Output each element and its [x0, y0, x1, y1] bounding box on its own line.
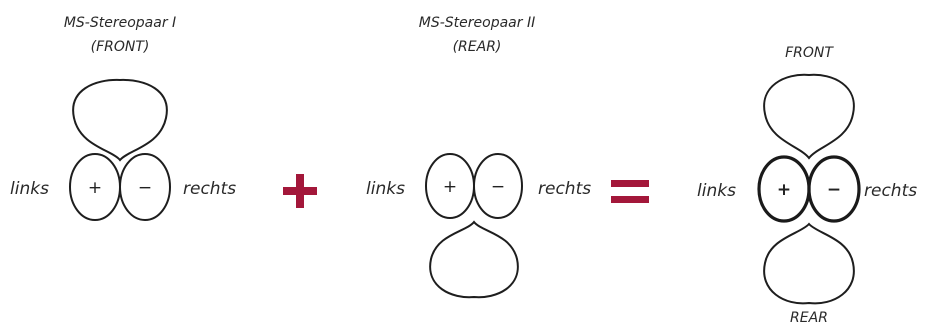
- pair-rear-right-label: rechts: [538, 179, 591, 199]
- result-group: FRONT + − links rechts REAR: [697, 45, 917, 326]
- pair-front-title-line1: MS-Stereopaar I: [64, 15, 176, 31]
- pair-rear-minus-sign: −: [491, 177, 505, 197]
- pair-front-minus-sign: −: [138, 178, 152, 198]
- result-minus-sign: −: [827, 180, 841, 200]
- equals-operator: [611, 180, 649, 203]
- pair-rear-left-label: links: [366, 179, 405, 199]
- result-front-label: FRONT: [785, 45, 834, 61]
- result-rear-cardioid: [763, 222, 855, 305]
- pair-front-right-label: rechts: [183, 179, 236, 199]
- pair-rear-mid-cardioid: [429, 220, 519, 299]
- result-front-cardioid: [763, 73, 855, 160]
- pair-front-left-label: links: [10, 179, 49, 199]
- plus-operator: [283, 174, 317, 208]
- result-plus-sign: +: [777, 180, 791, 200]
- pair-front-mid-cardioid: [72, 78, 168, 162]
- pair-rear-group: MS-Stereopaar II (REAR) + − links rechts: [366, 15, 591, 299]
- result-left-label: links: [697, 181, 736, 201]
- pair-front-plus-sign: +: [88, 178, 102, 198]
- pair-rear-title-line2: (REAR): [453, 39, 502, 55]
- pair-front-title-line2: (FRONT): [91, 39, 150, 55]
- pair-front-minus-lobe: [119, 153, 171, 221]
- result-rear-label: REAR: [790, 310, 828, 326]
- pair-front-group: MS-Stereopaar I (FRONT) + − links rechts: [10, 15, 236, 221]
- result-right-label: rechts: [864, 181, 917, 201]
- pair-rear-minus-lobe: [473, 153, 523, 219]
- result-minus-lobe: [807, 155, 861, 223]
- pair-rear-plus-sign: +: [443, 177, 457, 197]
- pair-rear-title-line1: MS-Stereopaar II: [419, 15, 535, 31]
